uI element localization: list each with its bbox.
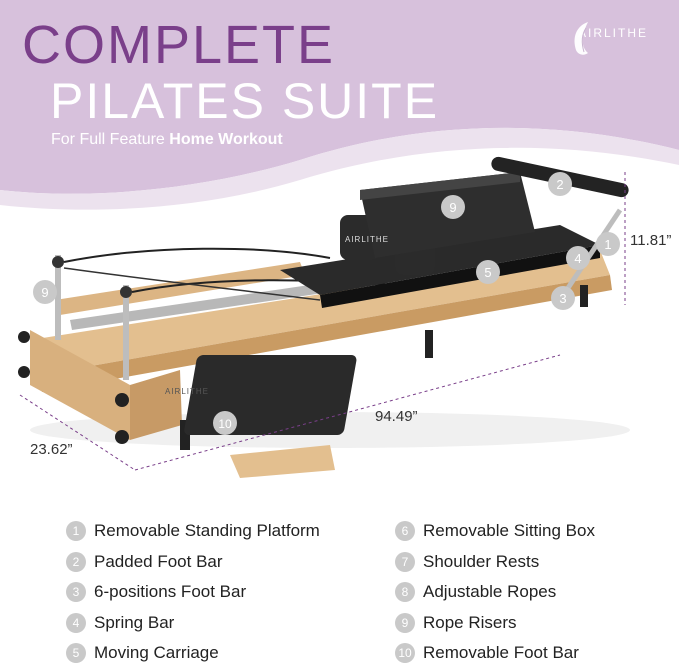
legend-label: Adjustable Ropes bbox=[423, 582, 557, 601]
svg-text:5: 5 bbox=[484, 265, 491, 280]
legend-number: 5 bbox=[66, 643, 86, 663]
title-line2: PILATES SUITE bbox=[50, 73, 440, 129]
subtitle-prefix: For Full Feature bbox=[51, 131, 170, 148]
rope-riser-right bbox=[123, 285, 129, 380]
callout-badge-10: 10 bbox=[213, 411, 237, 435]
callout-badge-9: 9 bbox=[33, 280, 57, 304]
legend-label: Padded Foot Bar bbox=[94, 552, 223, 571]
legend-number: 8 bbox=[395, 582, 415, 602]
length-dimension: 94.49” bbox=[375, 408, 418, 425]
legend-item: 9 Rope Risers bbox=[395, 611, 517, 635]
legend-item: 7 Shoulder Rests bbox=[395, 550, 539, 574]
rope-riser-left bbox=[55, 255, 61, 340]
callout-badge-2: 2 bbox=[548, 172, 572, 196]
svg-text:1: 1 bbox=[604, 237, 611, 252]
svg-text:2: 2 bbox=[556, 177, 563, 192]
legend-item: 3 6-positions Foot Bar bbox=[66, 580, 246, 604]
reformer-illustration: AIRLITHE AIRLITHE 9 2 1 4 3 5 9 10 bbox=[18, 156, 630, 478]
feather-logo-icon bbox=[574, 22, 588, 55]
legend-item: 6 Removable Sitting Box bbox=[395, 519, 595, 543]
legend-label: 6-positions Foot Bar bbox=[94, 582, 247, 601]
header-banner: COMPLETE PILATES SUITE For Full Feature … bbox=[0, 0, 679, 230]
callout-badge-1: 1 bbox=[596, 232, 620, 256]
wheel bbox=[18, 331, 30, 343]
legend-number: 2 bbox=[66, 552, 86, 572]
legend-number: 10 bbox=[395, 643, 415, 663]
frame-end-block bbox=[30, 330, 130, 440]
legend-label: Removable Standing Platform bbox=[94, 521, 320, 540]
brand-name: AIRLITHE bbox=[577, 26, 648, 40]
legend-item: 10 Removable Foot Bar bbox=[395, 641, 579, 665]
legend-item: 5 Moving Carriage bbox=[66, 641, 219, 665]
legend-number: 9 bbox=[395, 613, 415, 633]
frame-rail-front-side bbox=[40, 275, 612, 392]
legend-item: 1 Removable Standing Platform bbox=[66, 519, 320, 543]
legend-label: Spring Bar bbox=[94, 613, 175, 632]
title-line1: COMPLETE bbox=[22, 15, 336, 75]
legend-item: 8 Adjustable Ropes bbox=[395, 580, 556, 604]
legend-number: 4 bbox=[66, 613, 86, 633]
svg-text:4: 4 bbox=[574, 251, 581, 266]
length-guide bbox=[134, 354, 561, 471]
removable-standing-platform bbox=[184, 355, 357, 435]
brand-logo: AIRLITHE bbox=[568, 20, 658, 55]
legend-label: Removable Foot Bar bbox=[423, 643, 579, 662]
frame-rail-back bbox=[55, 262, 305, 315]
legend-label: Removable Sitting Box bbox=[423, 521, 595, 540]
svg-text:10: 10 bbox=[218, 417, 232, 431]
callout-badge-4: 4 bbox=[566, 246, 590, 270]
callout-badge-5: 5 bbox=[476, 260, 500, 284]
wheel bbox=[115, 393, 129, 407]
callout-badge-6: 9 bbox=[441, 195, 465, 219]
legend-label: Rope Risers bbox=[423, 613, 517, 632]
subtitle-bold: Home Workout bbox=[169, 131, 283, 148]
height-dimension: 11.81” bbox=[630, 232, 672, 249]
wheel bbox=[115, 430, 129, 444]
legend-item: 4 Spring Bar bbox=[66, 611, 174, 635]
legend-number: 3 bbox=[66, 582, 86, 602]
svg-text:9: 9 bbox=[41, 285, 48, 300]
width-guide bbox=[19, 394, 136, 471]
moving-carriage bbox=[280, 225, 600, 295]
frame-brand: AIRLITHE bbox=[165, 387, 209, 396]
legend-label: Shoulder Rests bbox=[423, 552, 540, 571]
width-dimension: 23.62” bbox=[30, 441, 73, 458]
svg-text:9: 9 bbox=[449, 200, 456, 215]
callout-badge-3: 3 bbox=[551, 286, 575, 310]
legend-item: 2 Padded Foot Bar bbox=[66, 550, 223, 574]
legend-number: 1 bbox=[66, 521, 86, 541]
carriage-brand: AIRLITHE bbox=[345, 235, 389, 244]
rope bbox=[63, 247, 331, 263]
svg-text:3: 3 bbox=[559, 291, 566, 306]
wheel bbox=[18, 366, 30, 378]
header-background bbox=[0, 0, 679, 210]
subtitle: For Full Feature Home Workout bbox=[51, 131, 283, 149]
legend-label: Moving Carriage bbox=[94, 643, 219, 662]
legend-number: 7 bbox=[395, 552, 415, 572]
foot-bar-arm bbox=[557, 208, 623, 302]
legend-number: 6 bbox=[395, 521, 415, 541]
